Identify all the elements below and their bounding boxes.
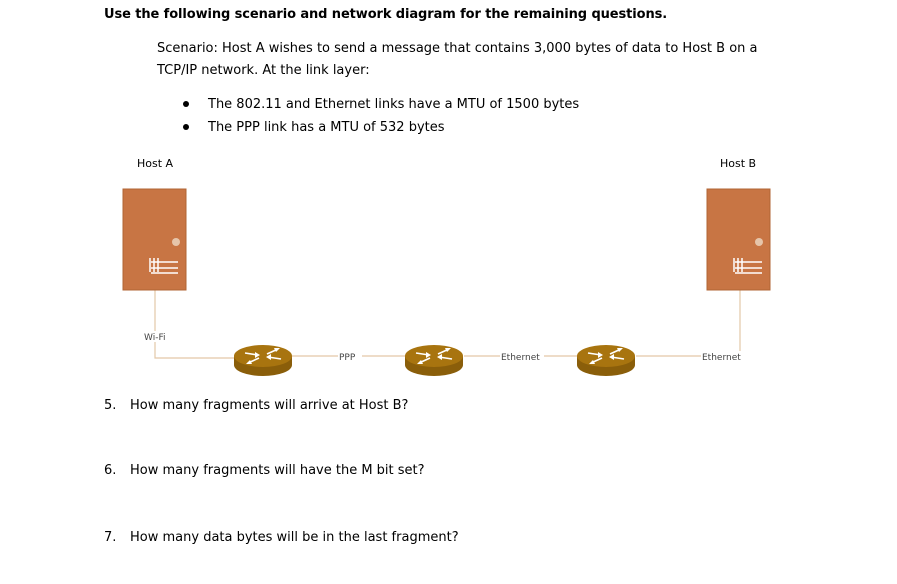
question-number: 6. — [104, 463, 117, 478]
ethernet-link-label-1: Ethernet — [501, 353, 540, 363]
bullet-icon — [183, 124, 189, 130]
scenario-text: Scenario: Host A wishes to send a messag… — [157, 41, 758, 78]
question-number: 7. — [104, 530, 117, 545]
question-text: How many data bytes will be in the last … — [130, 530, 459, 545]
host-a-server-icon — [122, 188, 187, 291]
question-text: How many fragments will arrive at Host B… — [130, 398, 409, 413]
router-icon — [405, 345, 463, 376]
router-icon — [234, 345, 292, 376]
ppp-link-label: PPP — [339, 353, 356, 363]
ethernet-link-line-2 — [636, 290, 741, 357]
question-6: 6. How many fragments will have the M bit… — [104, 463, 425, 478]
bullet-text: The 802.11 and Ethernet links have a MTU… — [208, 97, 580, 112]
question-number: 5. — [104, 398, 117, 413]
bullet-icon — [183, 101, 189, 107]
host-a-label: Host A — [137, 157, 174, 170]
ethernet-link-label-2: Ethernet — [702, 353, 741, 363]
bullet-item: The PPP link has a MTU of 532 bytes — [180, 116, 579, 139]
mtu-bullet-list: The 802.11 and Ethernet links have a MTU… — [180, 93, 579, 139]
router-icon — [577, 345, 635, 376]
question-text: How many fragments will have the M bit s… — [130, 463, 425, 478]
wifi-link-line — [154, 290, 235, 359]
question-7: 7. How many data bytes will be in the las… — [104, 530, 459, 545]
section-heading: Use the following scenario and network d… — [104, 7, 668, 22]
bullet-text: The PPP link has a MTU of 532 bytes — [208, 120, 445, 135]
question-5: 5. How many fragments will arrive at Host… — [104, 398, 408, 413]
wifi-link-label: Wi-Fi — [144, 333, 165, 343]
host-b-server-icon — [706, 188, 771, 291]
host-b-label: Host B — [720, 157, 757, 170]
bullet-item: The 802.11 and Ethernet links have a MTU… — [180, 93, 579, 116]
